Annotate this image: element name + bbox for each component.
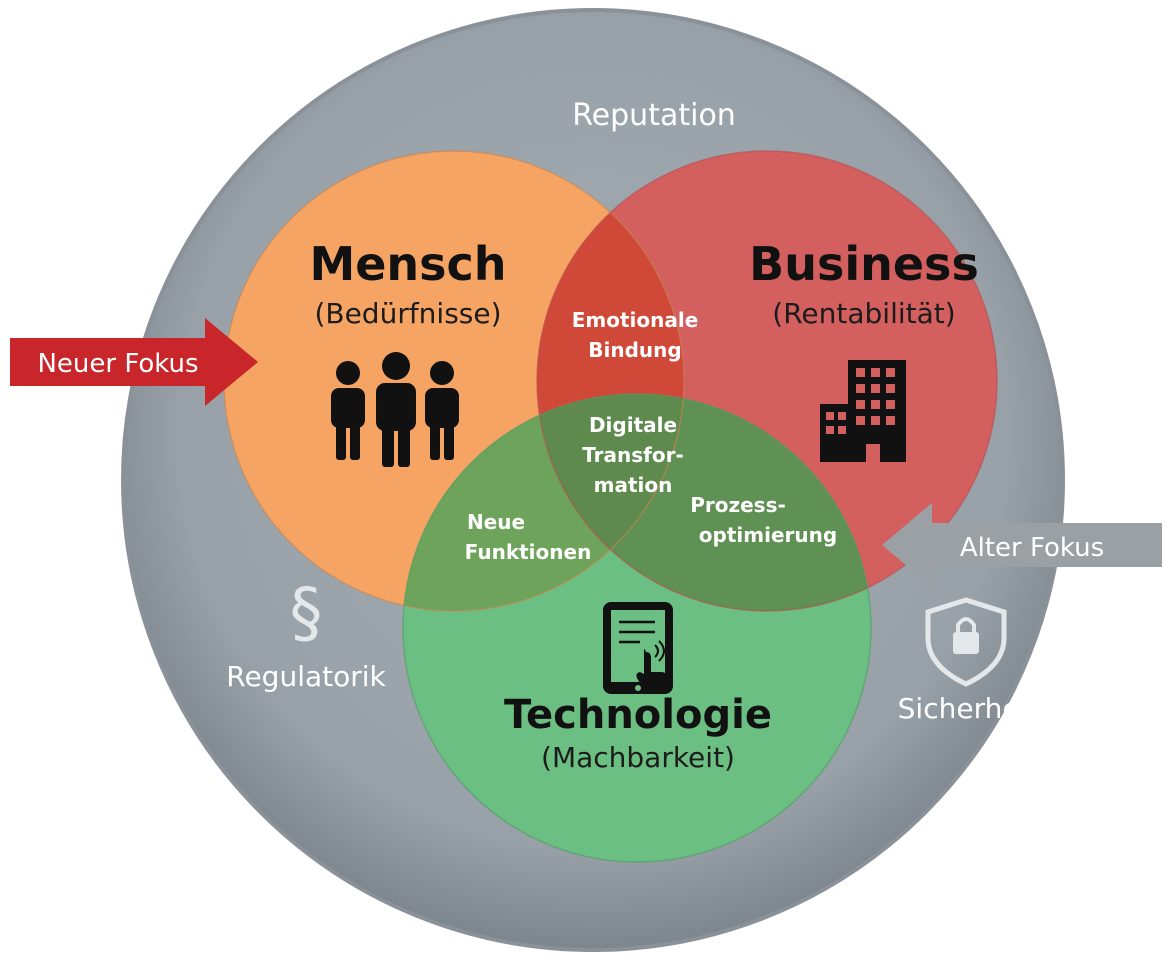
people-icon: [331, 352, 459, 467]
building-icon: [820, 360, 906, 462]
mensch-technologie-label-2: Funktionen: [465, 540, 592, 564]
business-subtitle: (Rentabilität): [772, 297, 955, 330]
center-label-1: Digitale: [589, 413, 677, 437]
business-technologie-label-2: optimierung: [699, 523, 837, 547]
tablet-touch-icon: [603, 602, 673, 694]
paragraph-icon: §: [290, 574, 323, 651]
sicherheit-label: Sicherheit: [898, 692, 1039, 725]
mensch-title: Mensch: [309, 237, 506, 291]
business-technologie-label-1: Prozess-: [690, 493, 786, 517]
shield-lock-icon: [925, 597, 1007, 687]
neuer-fokus-label: Neuer Fokus: [37, 349, 198, 379]
alter-fokus-label: Alter Fokus: [960, 533, 1104, 563]
reputation-label: Reputation: [572, 98, 736, 133]
business-technologie-overlap: [537, 394, 871, 611]
regulatorik-label: Regulatorik: [226, 660, 386, 693]
mensch-business-label-2: Bindung: [588, 338, 681, 362]
technologie-title: Technologie: [504, 692, 772, 738]
center-label-3: mation: [594, 473, 673, 497]
neuer-fokus-arrow: [10, 318, 258, 406]
mensch-technologie-overlap: [403, 394, 684, 611]
technologie-subtitle: (Machbarkeit): [541, 741, 735, 774]
alter-fokus-arrow: [882, 503, 1162, 587]
mensch-subtitle: (Bedürfnisse): [314, 297, 501, 330]
center-label-2: Transfor-: [582, 443, 684, 467]
mensch-business-label-1: Emotionale: [572, 308, 699, 332]
mensch-technologie-label-1: Neue: [467, 510, 525, 534]
business-title: Business: [749, 237, 979, 291]
